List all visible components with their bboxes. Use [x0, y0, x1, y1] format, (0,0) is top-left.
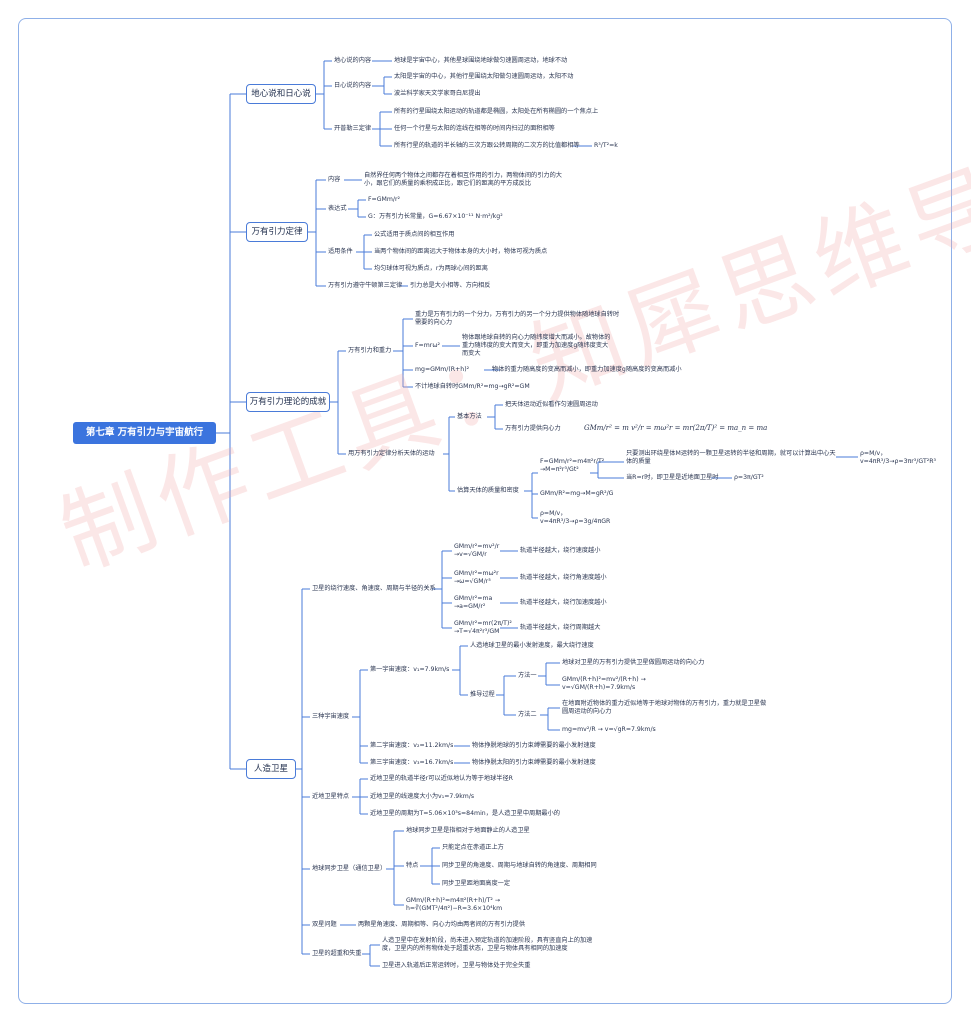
node-method-2[interactable]: 方法二 — [518, 711, 537, 718]
node-basic-method[interactable]: 基本方法 — [457, 413, 482, 420]
node-condition-1[interactable]: 公式适用于质点间的相互作用 — [374, 231, 455, 238]
canvas-frame — [18, 18, 952, 1004]
node-relation-3-detail[interactable]: 轨道半径越大，绕行加速度越小 — [520, 599, 607, 606]
node-near-earth[interactable]: 近地卫星特点 — [312, 793, 350, 800]
node-gravity-2-detail[interactable]: 物体跟地球自转的向心力随纬度增大而减小。故物体的重力随纬度的变大而变大，即重力加… — [462, 334, 611, 357]
node-sync-3[interactable]: GMm/(R+h)²=m4π²(R+h)/T² → h=∛(GMT²/4π²)−… — [406, 897, 503, 912]
node-estimate-1b[interactable]: 当R=r时，即卫星是近地面卫星时 — [626, 474, 719, 481]
node-kepler-1[interactable]: 所有的行星围绕太阳运动的轨道都是椭圆，太阳处在所有椭圆的一个焦点上 — [394, 108, 599, 115]
node-content[interactable]: 内容 — [328, 176, 341, 183]
node-sync-1[interactable]: 地球同步卫星是指相对于地面静止的人造卫星 — [406, 827, 530, 834]
node-second-cosmic-detail[interactable]: 物体挣脱地球的引力束缚需要的最小发射速度 — [472, 742, 596, 749]
topic-gravitation-law[interactable]: 万有引力定律 — [246, 222, 308, 242]
node-relation-4-detail[interactable]: 轨道半径越大，绕行周期越大 — [520, 624, 601, 631]
node-estimate-1[interactable]: F=GMm/r²=m4π²r/T² →M=π²r³/Gt² — [540, 458, 605, 473]
node-gravity[interactable]: 万有引力和重力 — [348, 347, 392, 354]
node-estimate-1b-formula[interactable]: ρ=3π/GT² — [734, 474, 764, 481]
node-relation-2-detail[interactable]: 轨道半径越大，绕行角速度越小 — [520, 574, 607, 581]
node-relation[interactable]: 卫星的绕行速度、角速度、周期与半径的关系 — [312, 585, 436, 592]
node-estimate[interactable]: 估算天体的质量和密度 — [457, 487, 519, 494]
node-geocentric-detail[interactable]: 地球是宇宙中心，其他星球围绕地球做匀速圆周运动，地球不动 — [394, 57, 568, 64]
node-sync-feature-3[interactable]: 同步卫星距地面高度一定 — [442, 880, 511, 887]
node-method-1b[interactable]: GMm/(R+h)²=mv²/(R+h) → v=√GM/(R+h)=7.9km… — [562, 676, 646, 691]
node-condition-2[interactable]: 当两个物体间的距离远大于物体本身的大小时，物体可视为质点 — [374, 248, 548, 255]
node-expression-1[interactable]: F=GMm/r² — [368, 196, 401, 203]
node-first-cosmic-detail[interactable]: 人造地球卫星的最小发射速度，最大绕行速度 — [470, 642, 594, 649]
node-relation-1-detail[interactable]: 轨道半径越大，绕行速度越小 — [520, 547, 601, 554]
node-third-cosmic-detail[interactable]: 物体挣脱太阳的引力束缚需要的最小发射速度 — [472, 759, 596, 766]
node-basic-2-formula[interactable]: GMm/r² = m v²/r = mω²r = mr(2π/T)² = ma_… — [584, 424, 768, 432]
node-third-cosmic[interactable]: 第三宇宙速度：v₃=16.7km/s — [370, 759, 454, 766]
node-sync-feature-1[interactable]: 只能定点在赤道正上方 — [442, 844, 504, 851]
node-expression-2[interactable]: G：万有引力长常量，G=6.67×10⁻¹¹ N·m²/kg² — [368, 213, 503, 220]
node-estimate-1a-formula[interactable]: ρ=M/v，v=4πR³/3→ρ=3πr³/GT²R³ — [860, 450, 936, 465]
node-method-1a[interactable]: 地球对卫星的万有引力提供卫星做圆周运动的向心力 — [562, 659, 705, 666]
node-relation-4[interactable]: GMm/r²=mr(2π/T)² →T=√4π²r³/GM — [454, 620, 512, 635]
node-sync-features[interactable]: 特点 — [406, 862, 419, 869]
node-method-2b[interactable]: mg=mv²/R → v=√gR=7.9km/s — [562, 726, 656, 733]
node-binary-star-detail[interactable]: 两颗星角速度、周期相等、向心力均由两者间的万有引力提供 — [358, 921, 526, 928]
node-kepler-3-formula[interactable]: R³/T²=k — [594, 142, 618, 149]
node-estimate-2[interactable]: GMm/R²=mg→M=gR²/G — [540, 490, 614, 497]
node-sync-feature-2[interactable]: 同步卫星的角速度、周期与地球自转的角速度、周期相同 — [442, 862, 597, 869]
node-relation-3[interactable]: GMm/r²=ma →a=GM/r² — [454, 595, 493, 610]
node-content-detail[interactable]: 自然界任何两个物体之间都存在着相互作用的引力，两物体间的引力的大小，跟它们的质量… — [364, 172, 562, 187]
node-newton-third-detail[interactable]: 引力总是大小相等、方向相反 — [410, 282, 491, 289]
node-method-1[interactable]: 方法一 — [518, 672, 537, 679]
node-heliocentric[interactable]: 日心说的内容 — [334, 82, 372, 89]
node-weight-2[interactable]: 卫星进入轨道后正常运转时，卫星与物体处于完全失重 — [382, 962, 531, 969]
node-binary-star[interactable]: 双星问题 — [312, 921, 337, 928]
node-second-cosmic[interactable]: 第二宇宙速度：v₂=11.2km/s — [370, 742, 454, 749]
node-heliocentric-detail-2[interactable]: 波兰科学家天文学家哥白尼提出 — [394, 90, 481, 97]
node-gravity-3[interactable]: mg=GMm/(R+h)² — [415, 366, 470, 373]
node-weight[interactable]: 卫星的超重和失重 — [312, 950, 362, 957]
node-gravity-4[interactable]: 不计地球自转时GMm/R²=mg→gR²=GM — [415, 383, 530, 390]
node-application[interactable]: 用万有引力定律分析天体的运动 — [348, 450, 435, 457]
node-kepler[interactable]: 开普勒三定律 — [334, 125, 372, 132]
node-gravity-1[interactable]: 重力是万有引力的一个分力，万有引力的另一个分力提供物体随地球自转时需要的向心力 — [415, 311, 620, 326]
node-weight-1[interactable]: 人造卫星中在发射阶段，尚未进入预定轨道的加速阶段，具有竖直向上的加速度，卫星内的… — [382, 937, 593, 952]
node-relation-1[interactable]: GMm/r²=mv²/r →v=√GM/r — [454, 543, 500, 558]
node-cosmic-velocities[interactable]: 三种宇宙速度 — [312, 713, 350, 720]
node-sync-satellite[interactable]: 地球同步卫星（通信卫星） — [312, 865, 387, 872]
node-conditions[interactable]: 适用条件 — [328, 248, 353, 255]
node-gravity-2[interactable]: F=mrω² — [415, 342, 440, 349]
node-near-earth-2[interactable]: 近地卫星的线速度大小为v₁=7.9km/s — [370, 793, 475, 800]
topic-artificial-satellite[interactable]: 人造卫星 — [246, 759, 296, 779]
node-condition-3[interactable]: 均匀球体可视为质点，r为两球心间的距离 — [374, 265, 488, 272]
node-geocentric[interactable]: 地心说的内容 — [334, 57, 372, 64]
root-topic[interactable]: 第七章 万有引力与宇宙航行 — [73, 422, 216, 444]
node-basic-1[interactable]: 把天体运动近似看作匀速圆周运动 — [505, 401, 598, 408]
node-derivation[interactable]: 推导过程 — [470, 691, 495, 698]
topic-geocentric-heliocentric[interactable]: 地心说和日心说 — [246, 84, 316, 104]
node-first-cosmic[interactable]: 第一宇宙速度：v₁=7.9km/s — [370, 666, 450, 673]
node-basic-2[interactable]: 万有引力提供向心力 — [505, 425, 561, 432]
node-gravity-3-detail[interactable]: 物体的重力随高度的变高而减小，即重力加速度g随高度的变高而减小 — [492, 366, 682, 373]
node-newton-third[interactable]: 万有引力遵守牛顿第三定律 — [328, 282, 403, 289]
node-relation-2[interactable]: GMm/r²=mω²r →ω=√GM/r³ — [454, 570, 499, 585]
node-near-earth-1[interactable]: 近地卫星的轨道半径r可以近似地认为等于地球半径R — [370, 775, 513, 782]
node-expression[interactable]: 表达式 — [328, 205, 347, 212]
node-kepler-2[interactable]: 任何一个行星与太阳的连线在相等的时间内扫过的面积相等 — [394, 125, 555, 132]
node-kepler-3[interactable]: 所有行星的轨道的半长轴的三次方跟公转周期的二次方的比值都相等 — [394, 142, 580, 149]
node-near-earth-3[interactable]: 近地卫星的周期为T=5.06×10³s=84min，是人造卫星中周期最小的 — [370, 810, 560, 817]
node-heliocentric-detail-1[interactable]: 太阳是宇宙的中心，其他行星围绕太阳做匀速圆周运动，太阳不动 — [394, 73, 574, 80]
node-estimate-1a[interactable]: 只要测出环绕星体M运转的一颗卫星运转的半径和周期，就可以计算出中心天体的质量 — [626, 450, 836, 465]
topic-gravitation-achievements[interactable]: 万有引力理论的成就 — [246, 392, 330, 412]
node-method-2a[interactable]: 在地面附近物体的重力近似地等于地球对物体的万有引力，重力就是卫星做圆周运动的向心… — [562, 700, 767, 715]
node-estimate-3[interactable]: ρ=M/v，v=4πR³/3→ρ=3g/4πGR — [540, 510, 611, 525]
